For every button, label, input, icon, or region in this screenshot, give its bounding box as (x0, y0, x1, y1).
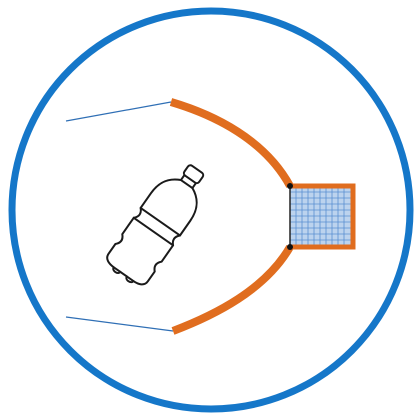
net-connector-top (287, 183, 293, 189)
collection-net-icon (290, 186, 353, 247)
plastic-bottle-icon (102, 156, 216, 291)
floating-boom-icon (171, 102, 290, 331)
net-connector-bottom (287, 244, 293, 250)
tow-line-top (66, 102, 171, 121)
tow-line-bottom (66, 317, 173, 331)
